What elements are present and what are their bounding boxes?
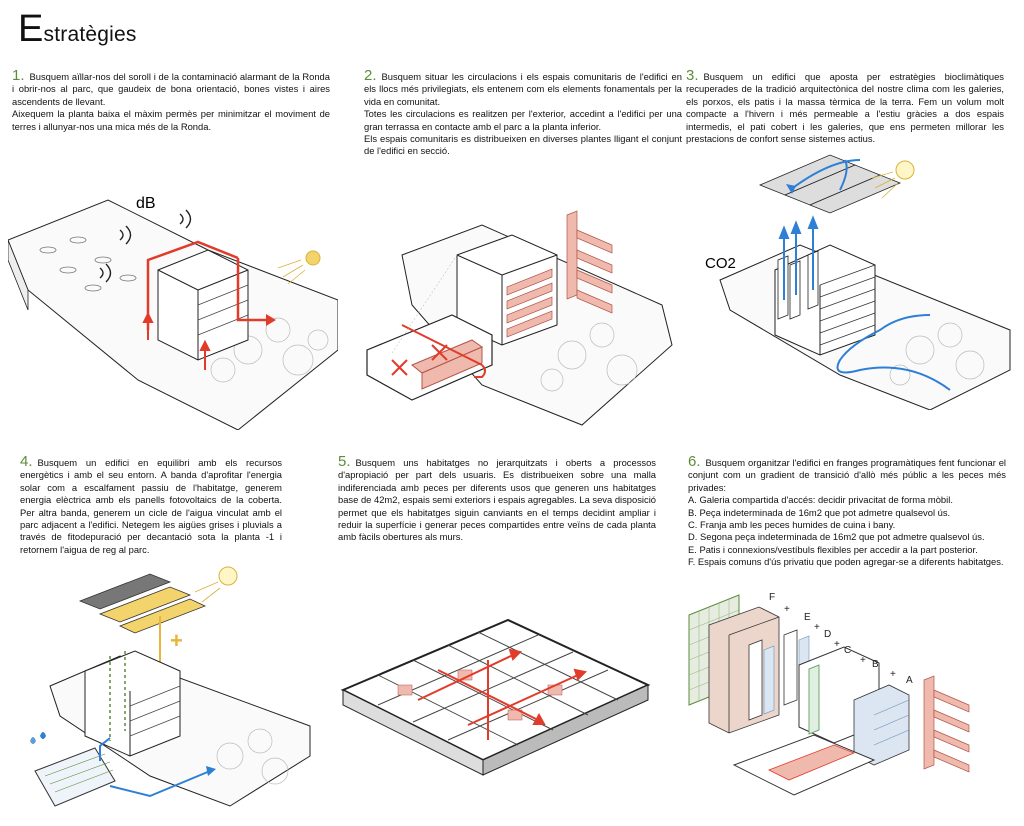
paragraph: Aixequem la planta baixa el màxim permès…	[12, 108, 330, 132]
label-plus: +	[834, 639, 840, 650]
page-title: Estratègies	[18, 10, 137, 48]
label-plus: +	[784, 604, 790, 615]
strategy-panel-2: 2.Busquem situar les circulacions i els …	[364, 67, 682, 158]
paragraph: A. Galeria compartida d'accés: decidir p…	[688, 494, 953, 506]
diagram-6: F + E + D + C + B + A	[684, 585, 1004, 826]
diagram-3: CO2	[700, 150, 1020, 415]
strategy-text-2: 2.Busquem situar les circulacions i els …	[364, 67, 682, 158]
label-b: B	[872, 659, 879, 670]
label-plus: +	[170, 628, 183, 653]
diagram-4: +	[10, 556, 330, 825]
strategy-panel-3: 3.Busquem un edifici que aposta per estr…	[686, 67, 1004, 145]
paragraph: Busquem organitzar l'edifici en franges …	[688, 457, 1006, 493]
paragraph: Els espais comunitaris es distribueixen …	[364, 133, 682, 157]
strategy-panel-5: 5.Busquem uns habitatges no jerarquitzat…	[338, 453, 656, 544]
paragraph: C. Franja amb les peces humides de cuina…	[688, 519, 896, 531]
strategy-panel-1: 1.Busquem aïllar-nos del soroll i de la …	[12, 67, 330, 133]
paragraph: Busquem un edifici que aposta per estrat…	[686, 71, 1004, 145]
strategy-panel-6: 6.Busquem organitzar l'edifici en frange…	[688, 453, 1006, 569]
paragraph: Busquem situar les circulacions i els es…	[364, 71, 682, 107]
label-d: D	[824, 629, 831, 640]
title-rest: stratègies	[43, 23, 137, 46]
diagram-2	[362, 195, 682, 440]
title-initial: E	[18, 8, 44, 50]
label-plus: +	[814, 622, 820, 633]
paragraph: Busquem aïllar-nos del soroll i de la co…	[12, 71, 330, 107]
label-e: E	[804, 612, 811, 623]
label-db: dB	[136, 195, 156, 212]
label-c: C	[844, 645, 851, 656]
paragraph: B. Peça indeterminada de 16m2 que pot ad…	[688, 506, 951, 518]
strategy-number: 5.	[338, 453, 351, 470]
paragraph: F. Espais comuns d'ús privatiu que poden…	[688, 556, 1004, 568]
strategy-text-6: 6.Busquem organitzar l'edifici en frange…	[688, 453, 1006, 569]
label-co2: CO2	[705, 255, 736, 272]
paragraph: Busquem un edifici en equilibri amb els …	[20, 457, 282, 555]
paragraph: D. Segona peça indeterminada de 16m2 que…	[688, 531, 985, 543]
strategy-panel-4: 4.Busquem un edifici en equilibri amb el…	[20, 453, 282, 556]
diagram-1: dB	[7, 180, 339, 435]
strategy-text-5: 5.Busquem uns habitatges no jerarquitzat…	[338, 453, 656, 544]
paragraph: Totes les circulacions es realitzen per …	[364, 108, 682, 132]
paragraph: Busquem uns habitatges no jerarquitzats …	[338, 457, 656, 543]
label-plus: +	[890, 669, 896, 680]
label-a: A	[906, 675, 913, 686]
diagram-5	[338, 600, 658, 825]
strategy-text-3: 3.Busquem un edifici que aposta per estr…	[686, 67, 1004, 145]
label-plus: +	[860, 655, 866, 666]
strategy-text-1: 1.Busquem aïllar-nos del soroll i de la …	[12, 67, 330, 133]
strategy-text-4: 4.Busquem un edifici en equilibri amb el…	[20, 453, 282, 556]
strategy-number: 2.	[364, 67, 377, 84]
strategy-number: 6.	[688, 453, 701, 470]
label-f: F	[769, 592, 775, 603]
strategy-number: 4.	[20, 453, 33, 470]
paragraph: E. Patis i connexions/vestíbuls flexible…	[688, 543, 978, 555]
strategy-number: 1.	[12, 67, 25, 84]
strategy-number: 3.	[686, 67, 699, 84]
